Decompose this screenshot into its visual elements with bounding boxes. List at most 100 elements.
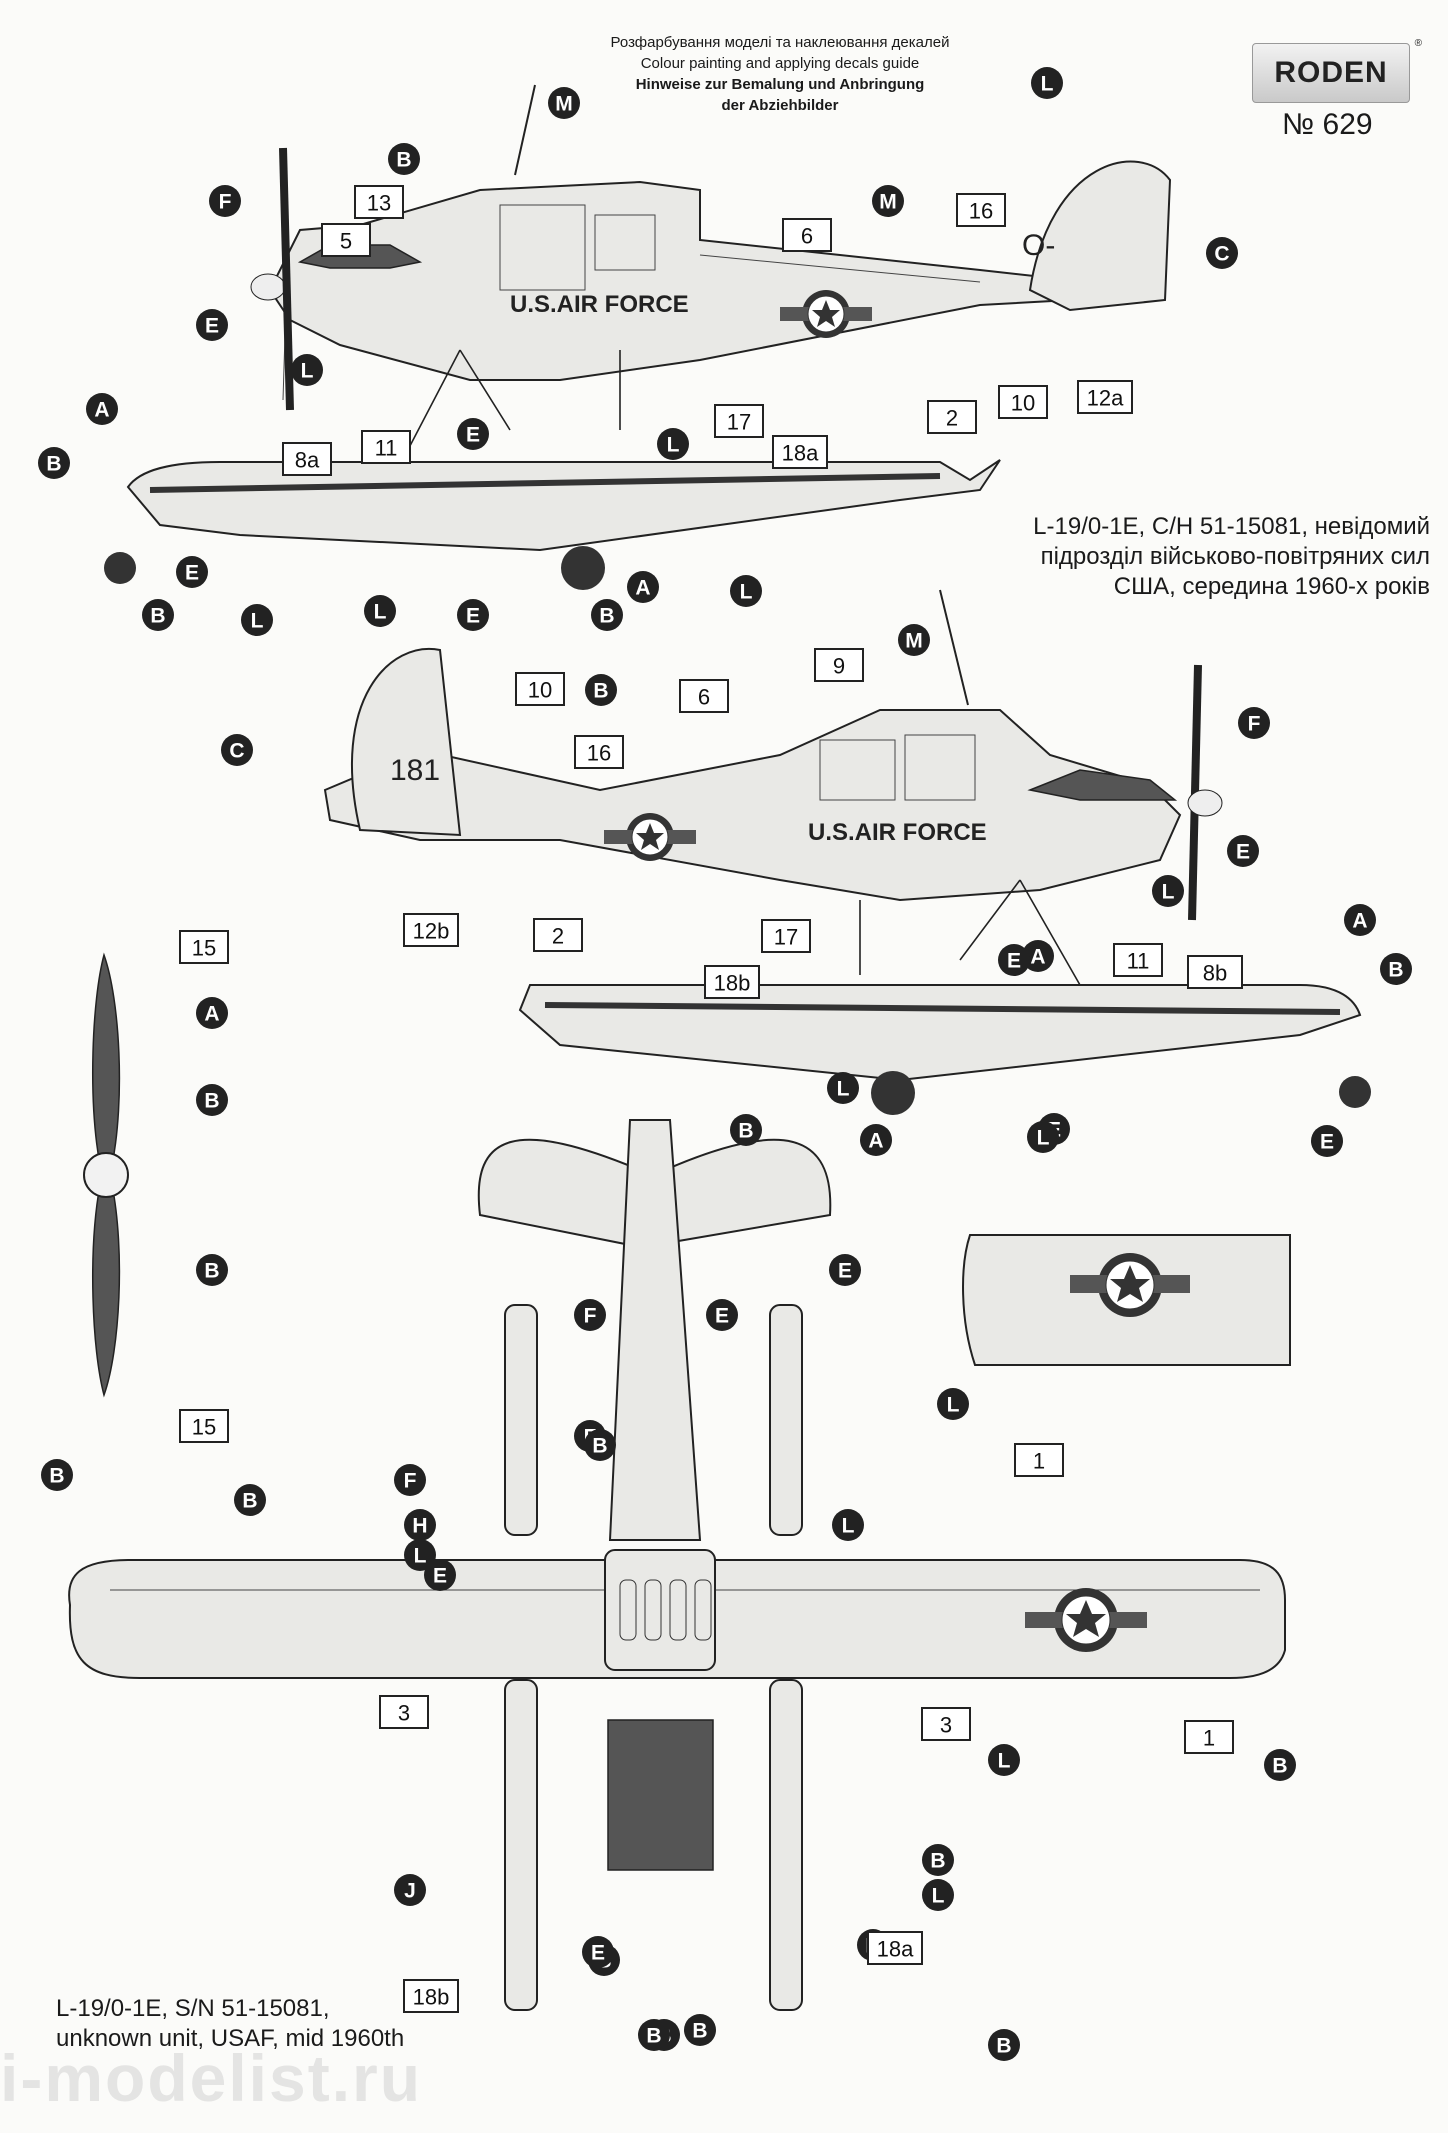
callout-pill-l: L [988,1744,1020,1776]
callout-box-11: 11 [1113,943,1163,977]
svg-text:17: 17 [774,925,798,950]
callout-pill-j: J [394,1874,426,1906]
callout-pill-b: B [234,1484,266,1516]
callout-pill-a: A [627,571,659,603]
callout-pill-l: L [404,1539,436,1571]
svg-text:11: 11 [375,436,398,461]
callout-layer: MBLFELCMABEELBABLEALMLBCFELEABELABLEABBE… [38,67,1412,2061]
callout-box-8a: 8a [282,442,332,476]
callout-pill-b: B [38,447,70,479]
callout-box-5: 5 [321,223,371,257]
svg-text:B: B [242,1490,257,1513]
svg-text:E: E [838,1260,852,1283]
callout-pill-b: B [638,2019,670,2051]
callout-box-15: 15 [179,930,229,964]
svg-text:B: B [46,453,61,476]
svg-text:H: H [412,1515,427,1538]
svg-text:B: B [204,1090,219,1113]
callout-box-13: 13 [354,185,404,219]
svg-text:3: 3 [398,1701,410,1726]
callout-pill-l: L [1027,1121,1059,1153]
callout-pill-e: E [1311,1125,1343,1157]
svg-text:15: 15 [192,1415,216,1440]
callout-box-10: 10 [998,385,1048,419]
callout-pill-a: A [1022,940,1054,972]
svg-text:10: 10 [1011,391,1035,416]
svg-text:E: E [591,1942,605,1965]
svg-text:L: L [251,610,264,633]
svg-text:L: L [947,1394,960,1417]
svg-text:E: E [1236,841,1250,864]
caption-ua-line: США, середина 1960-х років [1113,573,1430,600]
callout-pill-m: M [548,87,580,119]
svg-text:B: B [204,1260,219,1283]
callout-pill-m: M [872,185,904,217]
svg-text:E: E [185,562,199,585]
svg-text:18a: 18a [782,441,819,466]
svg-text:A: A [868,1130,883,1153]
svg-text:6: 6 [801,224,813,249]
svg-text:E: E [715,1305,729,1328]
callout-box-17: 17 [714,404,764,438]
svg-text:13: 13 [367,191,391,216]
callout-pill-e: E [196,309,228,341]
callout-pill-e: E [457,599,489,631]
svg-text:18b: 18b [714,971,751,996]
svg-text:B: B [150,605,165,628]
svg-text:F: F [404,1470,417,1493]
tail-code-right: 181 [390,754,440,787]
profile-right-view: U.S.AIR FORCE 181 [323,589,1371,1115]
guide-header: Розфарбування моделі та наклеювання дека… [430,32,1130,116]
tail-code-left: O- [1022,229,1055,262]
callout-pill-b: B [142,599,174,631]
svg-text:M: M [879,191,897,214]
svg-text:A: A [94,399,109,422]
callout-box-12a: 12a [1077,380,1133,414]
svg-text:M: M [555,93,573,116]
svg-text:M: M [905,630,923,653]
callout-box-11: 11 [361,430,411,464]
svg-text:A: A [1352,910,1367,933]
callout-box-9: 9 [814,648,864,682]
svg-text:1: 1 [1033,1449,1045,1474]
svg-text:E: E [1320,1131,1334,1154]
title-de-1: Hinweise zur Bemalung und Anbringung [635,76,925,93]
callout-box-1: 1 [1014,1443,1064,1477]
callout-pill-b: B [196,1254,228,1286]
svg-text:B: B [593,680,608,703]
caption-english: L-19/0-1E, S/N 51-15081, unknown unit, U… [56,1994,476,2054]
caption-ua-line: L-19/0-1E, C/H 51-15081, невідомий [1033,513,1430,540]
svg-text:2: 2 [552,924,564,949]
callout-pill-b: B [585,674,617,706]
callout-pill-e: E [582,1936,614,1968]
callout-pill-l: L [241,604,273,636]
svg-text:B: B [396,149,411,172]
wing-detail [962,1234,1291,1366]
callout-box-18a: 18a [867,1931,923,1965]
callout-box-3: 3 [921,1707,971,1741]
callout-pill-a: A [860,1124,892,1156]
svg-text:L: L [740,581,753,604]
callout-box-12b: 12b [403,913,459,947]
usaf-lettering-right: U.S.AIR FORCE [808,819,987,846]
callout-pill-l: L [827,1072,859,1104]
callout-box-18b: 18b [704,965,760,999]
callout-pill-b: B [591,599,623,631]
svg-text:6: 6 [698,685,710,710]
svg-text:F: F [219,191,232,214]
caption-ukrainian: L-19/0-1E, C/H 51-15081, невідомий підро… [960,512,1430,602]
svg-text:E: E [433,1565,447,1588]
callout-pill-e: E [457,418,489,450]
svg-text:10: 10 [528,678,552,703]
svg-text:18a: 18a [877,1937,914,1962]
callout-pill-l: L [832,1509,864,1541]
callout-box-18a: 18a [772,435,828,469]
title-ua: Розфарбування моделі та наклеювання дека… [610,34,950,51]
svg-text:8a: 8a [295,448,320,473]
callout-pill-e: E [706,1299,738,1331]
callout-pill-c: C [221,734,253,766]
callout-box-6: 6 [679,679,729,713]
callout-box-1: 1 [1184,1720,1234,1754]
svg-text:C: C [1214,243,1229,266]
callout-box-3: 3 [379,1695,429,1729]
